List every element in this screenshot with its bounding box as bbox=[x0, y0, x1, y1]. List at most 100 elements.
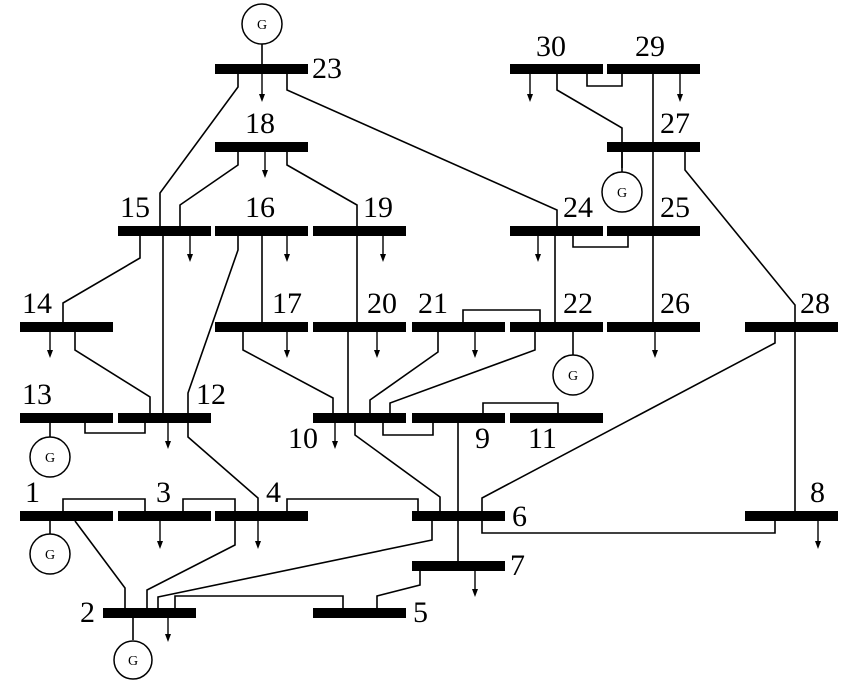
generators: G G G G G G bbox=[29, 3, 643, 680]
line-27-30 bbox=[556, 74, 623, 142]
bus-bar-12 bbox=[118, 413, 211, 423]
loads bbox=[47, 74, 821, 642]
bus-bar-17 bbox=[215, 322, 308, 332]
bus-label-23: 23 bbox=[312, 52, 342, 85]
bus-label-29: 29 bbox=[635, 30, 665, 63]
load-arrow-14 bbox=[47, 330, 53, 358]
bus-label-21: 21 bbox=[418, 287, 448, 320]
bus-label-1: 1 bbox=[25, 476, 40, 509]
load-arrow-15 bbox=[187, 234, 193, 262]
load-arrow-24 bbox=[535, 234, 541, 262]
bus-label-25: 25 bbox=[660, 191, 690, 224]
load-arrow-4 bbox=[255, 521, 261, 549]
bus-labels: 23 30 29 18 27 15 16 19 24 25 14 17 20 2… bbox=[22, 30, 830, 629]
bus-label-5: 5 bbox=[413, 596, 428, 629]
generator-1: G bbox=[29, 521, 71, 575]
line-1-3 bbox=[62, 498, 146, 516]
bus-label-6: 6 bbox=[512, 500, 527, 533]
load-arrow-26 bbox=[652, 330, 658, 358]
bus-label-28: 28 bbox=[800, 287, 830, 320]
line-23-24 bbox=[286, 74, 558, 226]
load-arrow-21 bbox=[472, 330, 478, 358]
gen-symbol-1: G bbox=[45, 548, 55, 563]
bus-bar-11 bbox=[510, 413, 603, 423]
bus-label-18: 18 bbox=[245, 107, 275, 140]
bus-bar-2 bbox=[103, 608, 196, 618]
line-10-22 bbox=[389, 327, 536, 413]
bus-label-13: 13 bbox=[22, 378, 52, 411]
generator-22: G bbox=[552, 327, 594, 396]
bus-bar-21 bbox=[412, 322, 505, 332]
bus-bar-6 bbox=[412, 511, 505, 521]
bus-label-11: 11 bbox=[528, 422, 557, 455]
bus-label-9: 9 bbox=[475, 422, 490, 455]
bus-label-12: 12 bbox=[196, 378, 226, 411]
generator-2: G bbox=[113, 613, 153, 680]
bus-bars bbox=[20, 64, 838, 618]
transmission-lines bbox=[62, 69, 796, 608]
load-arrow-30 bbox=[527, 74, 533, 102]
line-15-18 bbox=[179, 147, 239, 226]
bus-label-30: 30 bbox=[536, 30, 566, 63]
bus-label-19: 19 bbox=[363, 191, 393, 224]
bus-bar-5 bbox=[313, 608, 406, 618]
line-10-21 bbox=[369, 327, 439, 413]
line-29-30 bbox=[586, 69, 623, 87]
load-arrow-29 bbox=[677, 74, 683, 102]
bus-bar-19 bbox=[313, 226, 406, 236]
load-arrow-3 bbox=[157, 521, 163, 549]
load-arrow-12 bbox=[165, 421, 171, 449]
bus-label-8: 8 bbox=[810, 476, 825, 509]
bus-bar-15 bbox=[118, 226, 211, 236]
line-24-25 bbox=[572, 231, 629, 248]
load-arrow-18 bbox=[262, 150, 268, 178]
bus-label-7: 7 bbox=[510, 549, 525, 582]
bus-bar-4 bbox=[215, 511, 308, 521]
bus-bar-23 bbox=[215, 64, 308, 74]
bus-bar-8 bbox=[745, 511, 838, 521]
bus-label-24: 24 bbox=[563, 191, 593, 224]
gen-symbol-13: G bbox=[45, 451, 55, 466]
gen-symbol-23: G bbox=[257, 18, 267, 33]
bus-label-15: 15 bbox=[120, 191, 150, 224]
bus-bar-10 bbox=[313, 413, 406, 423]
load-arrow-16 bbox=[284, 234, 290, 262]
bus-bar-7 bbox=[412, 561, 505, 571]
line-2-6 bbox=[157, 521, 433, 608]
bus-bar-29 bbox=[607, 64, 700, 74]
line-2-5 bbox=[174, 595, 344, 608]
gen-symbol-22: G bbox=[568, 369, 578, 384]
bus-bar-1 bbox=[20, 511, 113, 521]
line-3-4 bbox=[182, 498, 236, 516]
bus-label-10: 10 bbox=[288, 422, 318, 455]
line-6-10 bbox=[354, 418, 441, 516]
load-arrow-7 bbox=[472, 569, 478, 597]
load-arrow-17 bbox=[284, 330, 290, 358]
bus-bar-24 bbox=[510, 226, 603, 236]
line-5-7 bbox=[376, 566, 421, 608]
bus-label-16: 16 bbox=[245, 191, 275, 224]
bus-bar-18 bbox=[215, 142, 308, 152]
line-9-10 bbox=[382, 418, 434, 436]
bus-label-22: 22 bbox=[563, 287, 593, 320]
bus-bar-28 bbox=[745, 322, 838, 332]
bus-label-4: 4 bbox=[266, 476, 281, 509]
generator-27: G bbox=[601, 147, 643, 213]
line-9-11 bbox=[482, 402, 559, 413]
bus-label-14: 14 bbox=[22, 287, 52, 320]
line-21-22 bbox=[462, 309, 541, 322]
bus-bar-22 bbox=[510, 322, 603, 332]
bus-bar-30 bbox=[510, 64, 603, 74]
line-1-2 bbox=[74, 520, 126, 608]
bus-bar-13 bbox=[20, 413, 113, 423]
bus-bar-16 bbox=[215, 226, 308, 236]
bus-bar-9 bbox=[412, 413, 505, 423]
load-arrow-19 bbox=[380, 234, 386, 262]
line-12-16 bbox=[187, 231, 239, 413]
line-14-15 bbox=[62, 231, 141, 322]
line-15-23 bbox=[159, 69, 239, 226]
line-6-28 bbox=[481, 327, 776, 516]
bus-bar-3 bbox=[118, 511, 211, 521]
